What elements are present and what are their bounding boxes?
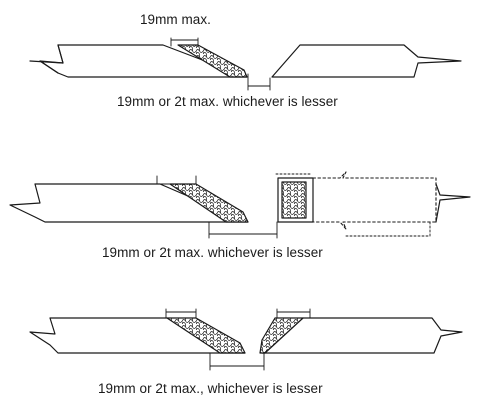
row-3-joint [29,308,463,371]
row2-right-dim [345,221,431,239]
row3-right-top-dim [276,308,311,319]
row3-left-top-dim [165,308,197,319]
row1-caption: 19mm or 2t max. whichever is lesser [117,94,338,109]
top-dimension-label: 19mm max. [140,12,211,27]
row2-right-end [435,183,471,223]
row2-right-weld [281,181,307,219]
row2-left-plate [9,183,249,223]
row2-right-plate-dashed [312,171,437,230]
row3-caption: 19mm or 2t max., whichever is lesser [98,381,323,396]
row1-top-dim [170,37,199,47]
row3-right-plate [261,317,463,354]
row-1-joint [29,37,462,91]
row2-gap-dim [208,221,278,239]
row3-left-weld [166,317,246,354]
row2-left-weld [169,183,249,223]
row1-left-break [29,44,64,74]
row1-right-plate [271,44,462,78]
row3-right-weld [259,317,304,354]
row1-left-weld [177,44,248,78]
row-2-joint [9,171,471,239]
row2-caption: 19mm or 2t max. whichever is lesser [102,245,323,260]
row2-top-bar [156,175,197,185]
row1-gap-dim [247,73,271,91]
row3-gap-dim [209,352,265,371]
